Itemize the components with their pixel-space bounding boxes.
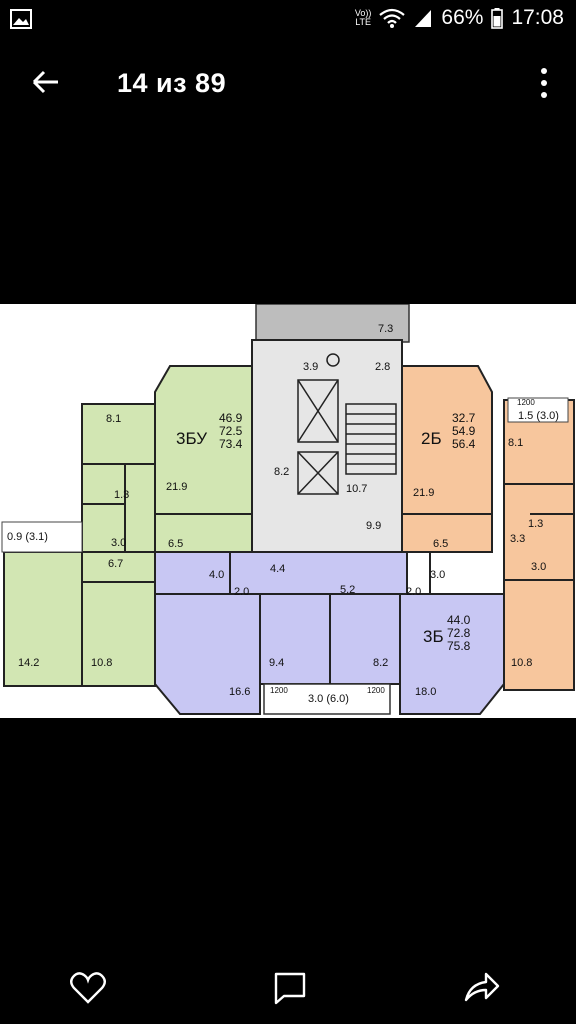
gallery-notification-icon (10, 9, 32, 34)
area-corr-c1: 4.4 (270, 563, 285, 575)
area-bath-c2: 3.0 (430, 569, 445, 581)
apt-area-left-1: 46.9 (219, 411, 243, 425)
balcony-top (255, 304, 410, 343)
area-kitchen-left: 8.1 (106, 413, 121, 425)
area-kitchen-c2: 8.2 (373, 657, 388, 669)
area-lobby: 9.9 (366, 520, 381, 532)
area-lift-hall: 10.7 (346, 483, 367, 495)
area-stair: 8.2 (274, 466, 289, 478)
loggia-right (507, 397, 569, 423)
area-toilet-left: 1.3 (114, 489, 129, 501)
apt-area-left-2: 72.5 (219, 424, 243, 438)
area-balcony-bottom: 3.0 (6.0) (308, 693, 349, 705)
battery-icon (491, 8, 504, 29)
balcony-bottom (263, 683, 391, 715)
area-room-c-left: 16.6 (229, 686, 250, 698)
elevators-and-stairs (297, 353, 397, 495)
area-kitchen-right: 8.1 (508, 437, 523, 449)
area-hall-small-2: 2.8 (375, 361, 390, 373)
area-loggia-left: 0.9 (3.1) (7, 531, 48, 543)
apartment-green-wing (81, 403, 156, 553)
area-corr-c2: 5.2 (340, 584, 355, 596)
apt-area-right-top-1: 32.7 (452, 411, 476, 425)
area-bath-right-b: 3.0 (531, 561, 546, 573)
area-toilet-right: 1.3 (528, 518, 543, 530)
battery-percent: 66% (441, 6, 484, 29)
dim-balcony-right: 1200 (367, 686, 385, 695)
apt-area-right-top-2: 54.9 (452, 424, 476, 438)
area-corr-left: 6.7 (108, 558, 123, 570)
area-room-left-b: 10.8 (91, 657, 112, 669)
lte-label: LTE (355, 17, 372, 27)
loggia-left (1, 521, 83, 553)
volte-indicator: Vo)) LTE (355, 9, 372, 27)
dim-balcony-left: 1200 (270, 686, 288, 695)
area-balcony-top: 7.3 (378, 323, 393, 335)
apt-label-right-bottom: 3Б (423, 627, 444, 646)
bottom-action-bar (0, 960, 576, 1016)
apt-area-right-bottom-2: 72.8 (447, 626, 471, 640)
wifi-icon (379, 8, 406, 28)
area-hall-right: 6.5 (433, 538, 448, 550)
area-hall-left: 6.5 (168, 538, 183, 550)
dim-loggia-right: 1200 (517, 398, 535, 407)
apt-area-right-top-3: 56.4 (452, 437, 476, 451)
apartment-orange-main (401, 365, 493, 553)
app-bar: 14 из 89 (0, 48, 576, 120)
more-options-icon[interactable] (538, 66, 550, 100)
interior-walls (81, 463, 574, 686)
back-arrow-icon[interactable] (30, 66, 62, 98)
area-bath-left: 3.0 (111, 537, 126, 549)
apt-label-left: 3БУ (176, 429, 207, 448)
area-room-right-big: 21.9 (413, 487, 434, 499)
heart-icon[interactable] (68, 968, 108, 1008)
area-loggia-right: 1.5 (3.0) (518, 410, 559, 422)
floor-plan-image[interactable]: 3БУ 46.9 72.5 73.4 2Б 32.7 54.9 56.4 3Б … (0, 304, 576, 718)
area-room-c-right: 18.0 (415, 686, 436, 698)
area-hall-small-1: 3.9 (303, 361, 318, 373)
apartment-lavender-right (399, 593, 505, 715)
area-hall-c1: 2.0 (234, 586, 249, 598)
share-icon[interactable] (462, 968, 502, 1008)
page-counter-title: 14 из 89 (117, 68, 227, 98)
apt-area-left-3: 73.4 (219, 437, 243, 451)
area-hall-c2: 2.0 (406, 586, 421, 598)
area-room-left-big: 21.9 (166, 481, 187, 493)
apt-area-right-bottom-1: 44.0 (447, 613, 471, 627)
apt-area-right-bottom-3: 75.8 (447, 639, 471, 653)
area-room-right-b: 10.8 (511, 657, 532, 669)
corridor-lavender (154, 551, 408, 595)
apt-label-right-top: 2Б (421, 429, 442, 448)
signal-icon (415, 10, 432, 27)
apartment-lavender-left (154, 593, 261, 715)
area-room-left-corner: 14.2 (18, 657, 39, 669)
chat-icon[interactable] (270, 968, 310, 1008)
area-bath-c1: 4.0 (209, 569, 224, 581)
area-bath-right-a: 3.3 (510, 533, 525, 545)
clock: 17:08 (511, 6, 564, 29)
area-kitchen-c: 9.4 (269, 657, 284, 669)
status-bar: Vo)) LTE 66% 17:08 (0, 0, 576, 40)
floor-plan-drawing: 3БУ 46.9 72.5 73.4 2Б 32.7 54.9 56.4 3Б … (1, 304, 575, 715)
apartment-green-main (154, 365, 253, 553)
volte-label: Vo)) (354, 8, 372, 18)
